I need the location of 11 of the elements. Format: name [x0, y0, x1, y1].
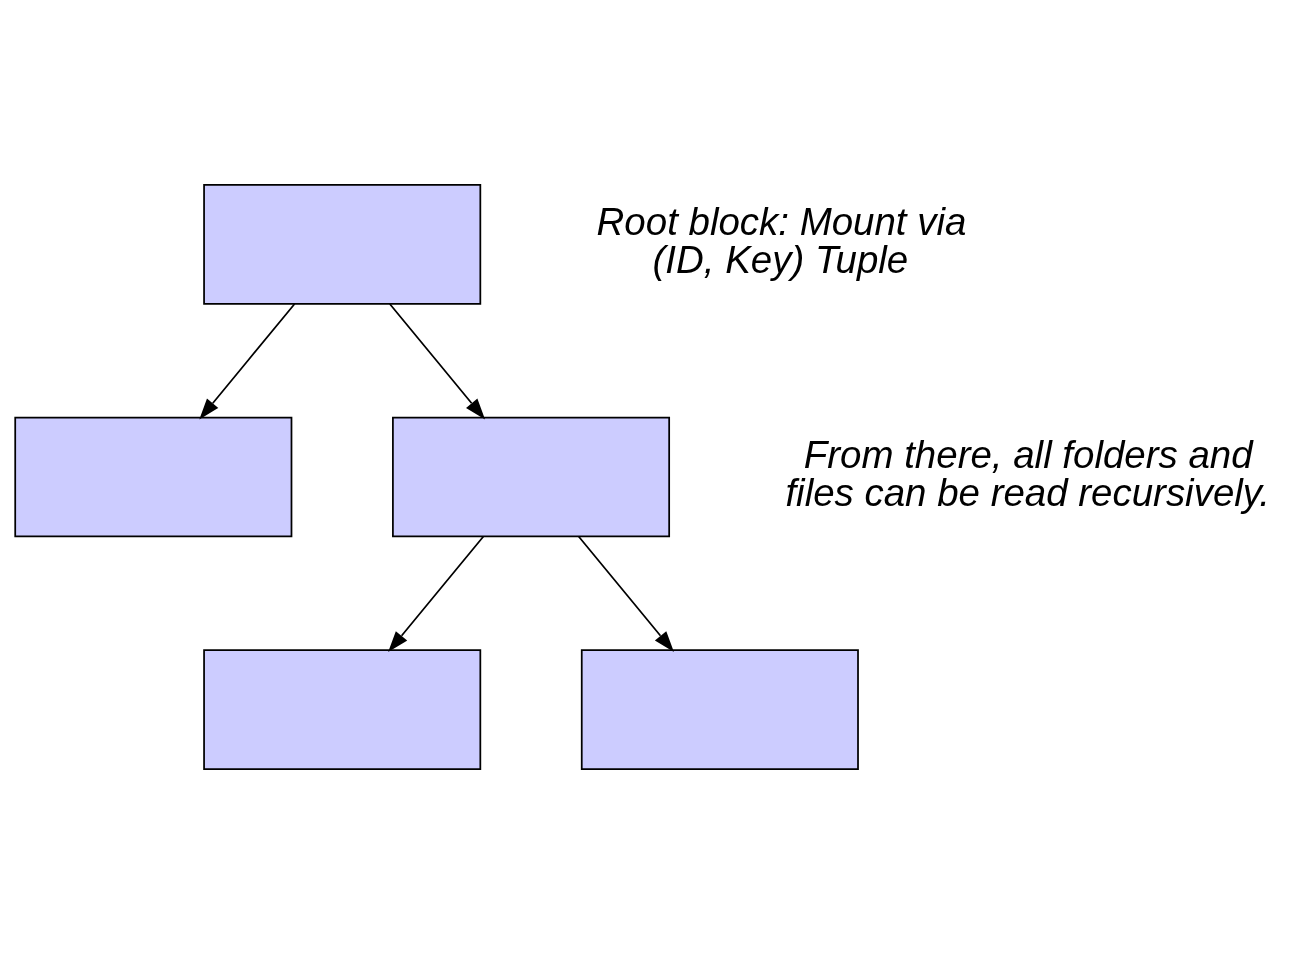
arrow [199, 303, 296, 420]
node-box [580, 649, 859, 770]
label: From there, all folders and files can be read recursively. [785, 432, 1270, 515]
node-box [392, 416, 671, 538]
arrow [388, 303, 486, 420]
arrow [577, 535, 674, 653]
node-label: Root block: Mount via (ID, Key) Tuple [596, 200, 967, 282]
arrow [388, 535, 485, 653]
node-box [14, 416, 293, 538]
node-box [203, 184, 482, 305]
node-box [203, 649, 482, 770]
